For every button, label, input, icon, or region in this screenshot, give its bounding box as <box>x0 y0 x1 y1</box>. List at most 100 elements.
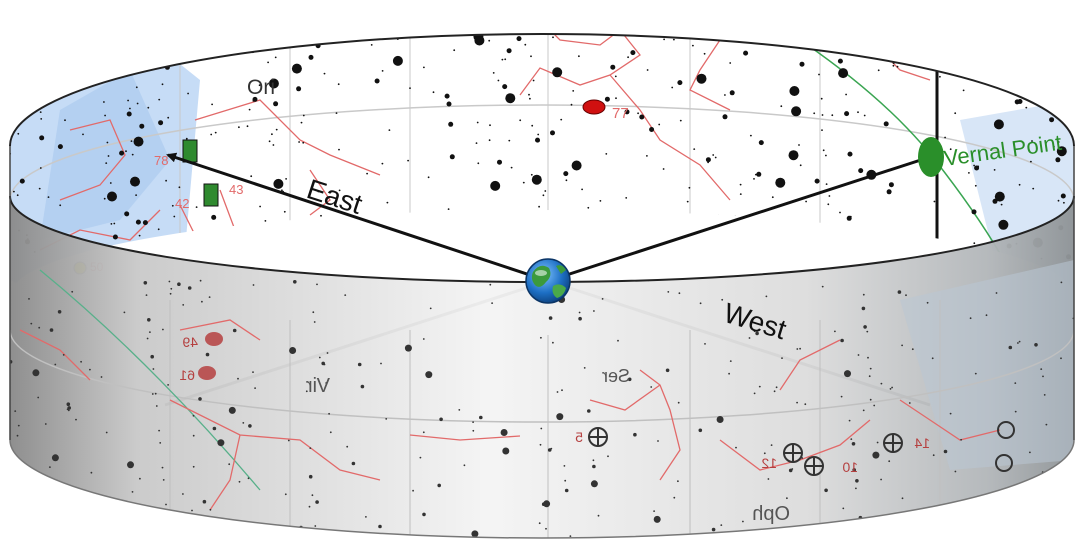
star <box>30 322 33 325</box>
star <box>447 208 450 211</box>
star <box>919 513 921 515</box>
star <box>678 292 681 295</box>
star <box>139 123 145 129</box>
star <box>650 386 653 388</box>
star <box>448 121 454 127</box>
star <box>868 375 871 378</box>
star <box>1060 281 1063 284</box>
star <box>16 434 19 437</box>
star <box>464 267 467 270</box>
star <box>298 141 300 143</box>
star <box>498 278 500 281</box>
star <box>813 112 816 115</box>
star <box>1032 187 1035 190</box>
star <box>37 74 39 77</box>
star <box>129 107 131 110</box>
star <box>432 91 435 94</box>
star <box>207 258 210 260</box>
star <box>770 263 773 265</box>
star <box>131 491 134 493</box>
star <box>105 162 108 165</box>
star <box>845 93 847 96</box>
star <box>763 452 766 455</box>
star <box>147 318 151 322</box>
star <box>519 119 522 122</box>
star <box>27 86 32 92</box>
star <box>862 293 865 296</box>
star <box>126 111 132 117</box>
star <box>357 362 362 367</box>
star <box>714 156 717 159</box>
star <box>182 493 184 495</box>
star <box>563 171 569 177</box>
star <box>969 317 972 320</box>
star <box>1017 342 1019 344</box>
star <box>805 250 811 256</box>
star <box>789 86 800 96</box>
star <box>446 101 452 107</box>
star <box>545 527 547 530</box>
star <box>1065 21 1070 26</box>
star <box>711 527 716 532</box>
star <box>351 461 356 466</box>
star <box>99 60 102 63</box>
star <box>1030 506 1032 508</box>
star <box>105 431 108 434</box>
star <box>518 236 521 239</box>
star <box>677 401 680 404</box>
star <box>167 116 170 119</box>
star <box>130 140 133 143</box>
star <box>712 222 715 225</box>
star <box>316 283 318 286</box>
star <box>162 56 165 58</box>
star <box>615 274 618 277</box>
star <box>522 17 524 19</box>
star <box>814 178 820 184</box>
star <box>88 16 90 18</box>
star <box>473 34 484 42</box>
star <box>703 52 706 55</box>
star <box>120 19 122 21</box>
star <box>593 310 595 312</box>
star <box>302 141 305 144</box>
star <box>552 341 554 344</box>
star <box>168 280 171 283</box>
planet-symbol-icon <box>883 433 903 453</box>
star <box>753 392 756 395</box>
star <box>12 72 15 74</box>
star <box>388 129 391 132</box>
star <box>308 54 314 60</box>
star <box>862 409 865 412</box>
star <box>993 169 996 171</box>
star <box>995 292 998 294</box>
star <box>37 396 40 399</box>
star <box>720 524 723 526</box>
star <box>901 497 904 500</box>
star <box>633 24 635 26</box>
star <box>267 61 269 64</box>
star <box>198 397 202 401</box>
star <box>627 377 632 382</box>
star <box>560 118 563 121</box>
star <box>286 263 292 269</box>
star <box>66 402 71 407</box>
star <box>211 103 214 106</box>
star <box>748 22 750 24</box>
star <box>489 124 491 127</box>
star <box>993 119 1004 130</box>
star <box>312 311 315 314</box>
star-number-49: 49 <box>182 334 198 350</box>
star <box>1004 82 1009 88</box>
star <box>607 455 609 458</box>
star <box>973 164 975 167</box>
star <box>78 517 81 520</box>
east-arrow <box>166 152 549 283</box>
star <box>831 235 834 238</box>
star <box>311 494 314 497</box>
star <box>44 423 47 425</box>
star <box>325 382 328 384</box>
star <box>968 172 970 174</box>
star <box>743 50 749 56</box>
star <box>57 144 63 150</box>
star <box>135 194 138 197</box>
